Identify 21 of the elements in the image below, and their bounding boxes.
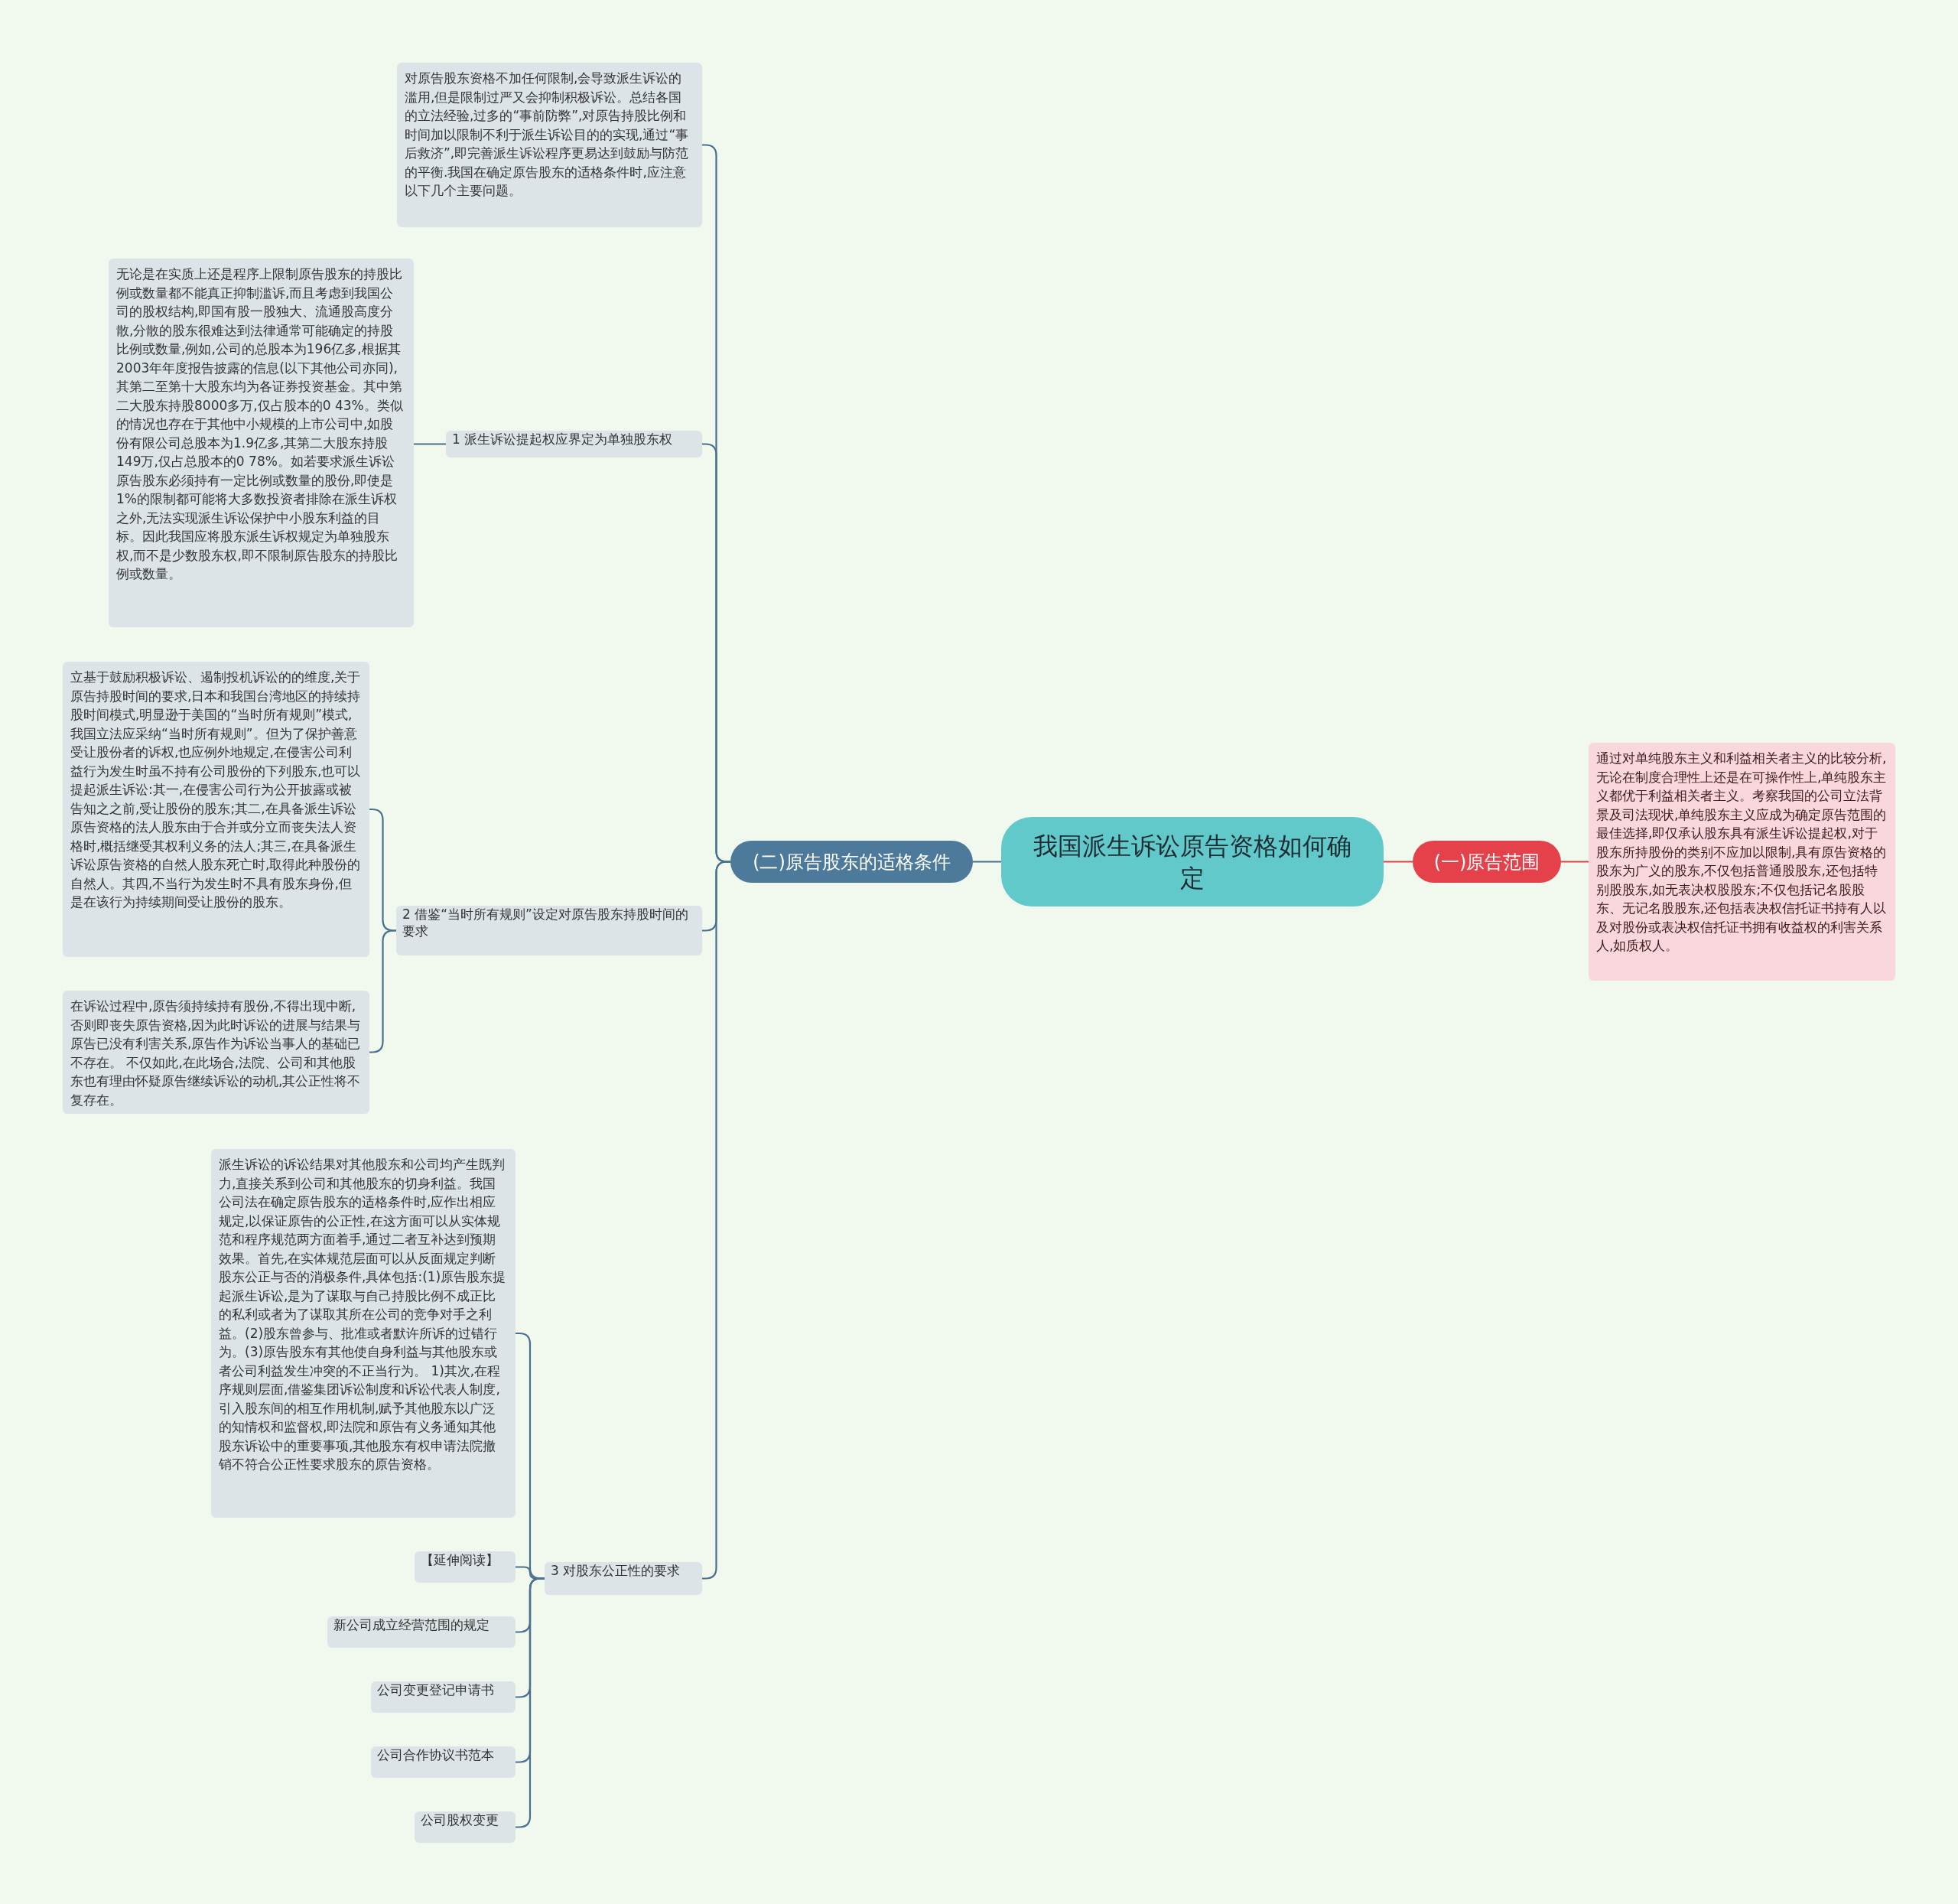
text-card: 通过对单纯股东主义和利益相关者主义的比较分析,无论在制度合理性上还是在可操作性上,单纯股东主义都优于利益相关者主义。考察我国的公司立法背景及司法现状,单纯股东主义应成为确定原告范围的最佳选择,即仅承认股东具有派生诉讼提起权,对于股东所持股份的类别不应加以限制,具有原告资格的股东为广义的股东,不仅包括普通股股东,还包括特别股股东,如无表决权股股东;不仅包括记名股股东、无记名股股东,还包括表决权信托证书持有人以及对股份或表决权信托证书拥有收益权的利害关系人,如质权人。 bbox=[1589, 743, 1895, 981]
subtopic: 2 借鉴“当时所有规则”设定对原告股东持股时间的要求 bbox=[396, 906, 702, 955]
central-topic: 我国派生诉讼原告资格如何确定 bbox=[1001, 817, 1384, 906]
subtopic: 1 派生诉讼提起权应界定为单独股东权 bbox=[446, 431, 702, 457]
text-card: 立基于鼓励积极诉讼、遏制投机诉讼的的维度,关于原告持股时间的要求,日本和我国台湾地区的持续持股时间模式,明显逊于美国的“当时所有规则”模式,我国立法应采纳“当时所有规则”。但为了保护善意受让股份者的诉权,也应例外地规定,在侵害公司利益行为发生时虽不持有公司股份的下列股东,也可以提起派生诉讼:其一,在侵害公司行为公开披露或被告知之之前,受让股份的股东;其二,在具备派生诉讼原告资格的法人股东由于合并或分立而丧失法人资格时,概括继受其权利义务的法人;其三,在具备派生诉讼原告资格的自然人股东死亡时,取得此种股份的自然人。其四,不当行为发生时不具有股东身份,但是在该行为持续期间受让股份的股东。 bbox=[63, 662, 369, 957]
connector-line bbox=[1561, 861, 1589, 863]
subtopic: 公司变更登记申请书 bbox=[371, 1681, 516, 1713]
text-card: 派生诉讼的诉讼结果对其他股东和公司均产生既判力,直接关系到公司和其他股东的切身利益。我国公司法在确定原告股东的适格条件时,应作出相应规定,以保证原告的公正性,在这方面可以从实体规范和程序规范两方面着手,通过二者互补达到预期效果。首先,在实体规范层面可以从反面规定判断股东公正与否的消极条件,具体包括:(1)原告股东提起派生诉讼,是为了谋取与自己持股比例不成正比的私利或者为了谋取其所在公司的竞争对手之利益。(2)股东曾参与、批准或者默许所诉的过错行为。(3)原告股东有其他使自身利益与其他股东或者公司利益发生冲突的不正当行为。 1)其次,在程序规则层面,借鉴集团诉讼制度和诉讼代表人制度,引入股东间的相互作用机制,赋予其他股东以广泛的知情权和监督权,即法院和原告有义务通知其他股东诉讼中的重要事项,其他股东有权申请法院撤销不符合公正性要求股东的原告资格。 bbox=[211, 1149, 516, 1518]
subtopic: 【延伸阅读】 bbox=[415, 1551, 516, 1583]
branch-topic: (二)原告股东的适格条件 bbox=[730, 841, 973, 883]
subtopic: 新公司成立经营范围的规定 bbox=[327, 1616, 516, 1648]
subtopic: 3 对股东公正性的要求 bbox=[545, 1562, 702, 1595]
connector-line bbox=[1384, 861, 1413, 863]
subtopic: 公司股权变更 bbox=[415, 1811, 516, 1843]
connector-line bbox=[973, 861, 1001, 863]
text-card: 在诉讼过程中,原告须持续持有股份,不得出现中断,否则即丧失原告资格,因为此时诉讼的进展与结果与原告已没有利害关系,原告作为诉讼当事人的基础已不存在。 不仅如此,在此场合,法院、公司和其他股东也有理由怀疑原告继续诉讼的动机,其公正性将不复存在。 bbox=[63, 991, 369, 1114]
text-card: 对原告股东资格不加任何限制,会导致派生诉讼的滥用,但是限制过严又会抑制积极诉讼。总结各国的立法经验,过多的“事前防弊”,对原告持股比例和时间加以限制不利于派生诉讼目的的实现,通过“事后救济”,即完善派生诉讼程序更易达到鼓励与防范的平衡.我国在确定原告股东的适格条件时,应注意以下几个主要问题。 bbox=[397, 63, 702, 227]
connector-line bbox=[414, 443, 446, 445]
subtopic: 公司合作协议书范本 bbox=[371, 1746, 516, 1778]
branch-topic: (一)原告范围 bbox=[1413, 841, 1561, 883]
text-card: 无论是在实质上还是程序上限制原告股东的持股比例或数量都不能真正抑制滥诉,而且考虑到我国公司的股权结构,即国有股一股独大、流通股高度分散,分散的股东很难达到法律通常可能确定的持股比例或数量,例如,公司的总股本为196亿多,根据其2003年年度报告披露的信息(以下其他公司亦同),其第二至第十大股东均为各证券投资基金。其中第二大股东持股8000多万,仅占股本的0 43%。类似的情况也存在于其他中小规模的上市公司中,如股份有限公司总股本为1.9亿多,其第二大股东持股149万,仅占总股本的0 78%。如若要求派生诉讼原告股东必须持有一定比例或数量的股份,即使是1%的限制都可能将大多数投资者排除在派生诉权之外,无法实现派生诉讼保护中小股东利益的目标。因此我国应将股东派生诉权规定为单独股东权,而不是少数股东权,即不限制原告股东的持股比例或数量。 bbox=[109, 259, 414, 627]
